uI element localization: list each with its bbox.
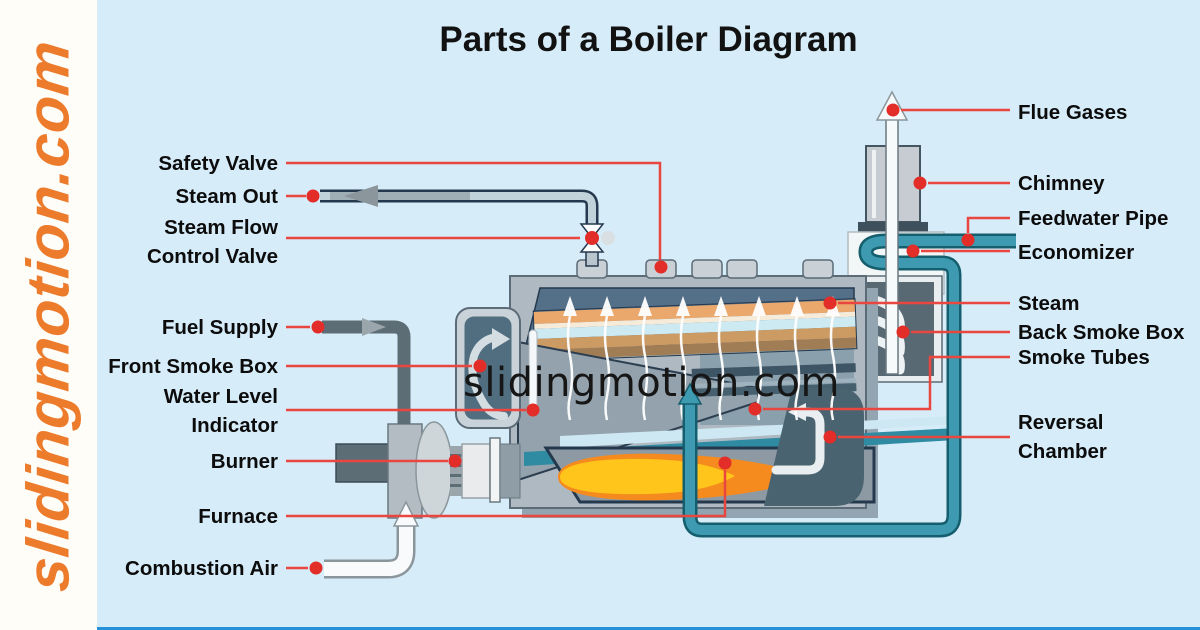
connector-lines bbox=[286, 108, 1010, 570]
bottom-divider bbox=[97, 627, 1200, 630]
reversal-chamber bbox=[764, 388, 864, 506]
label-smoke-tubes: Smoke Tubes bbox=[1018, 346, 1150, 369]
fuel-supply-pipe bbox=[322, 318, 411, 424]
label-front-smoke-box: Front Smoke Box bbox=[108, 355, 278, 378]
label-combustion-air: Combustion Air bbox=[125, 557, 278, 580]
smoke-tubes bbox=[691, 363, 857, 397]
label-economizer: Economizer bbox=[1018, 241, 1135, 264]
fuel-flow-arrow-icon bbox=[362, 318, 386, 336]
steam-out-pipe bbox=[320, 185, 615, 267]
label-steam-out: Steam Out bbox=[175, 185, 278, 208]
center-watermark-text: slidingmotion.com bbox=[463, 360, 841, 406]
label-flue-gases: Flue Gases bbox=[1018, 101, 1128, 124]
label-water-level-indicator: Water Level Indicator bbox=[163, 385, 278, 437]
label-chimney: Chimney bbox=[1018, 172, 1105, 195]
label-reversal-chamber: Reversal Chamber bbox=[1018, 411, 1107, 463]
water-flow-arrow-icon bbox=[677, 382, 703, 405]
combustion-air-arrow-icon bbox=[392, 500, 420, 527]
steam-out-arrow-icon bbox=[344, 185, 378, 207]
front-smokebox-arrow-icon bbox=[492, 328, 510, 350]
front-smoke-box bbox=[455, 307, 521, 429]
label-fuel-supply: Fuel Supply bbox=[161, 316, 278, 339]
label-steam: Steam bbox=[1018, 292, 1080, 315]
steam-tube-bank bbox=[532, 298, 858, 362]
label-burner: Burner bbox=[210, 450, 278, 473]
label-safety-valve: Safety Valve bbox=[158, 152, 278, 175]
page-title: Parts of a Boiler Diagram bbox=[439, 20, 858, 59]
label-feedwater-pipe: Feedwater Pipe bbox=[1018, 207, 1169, 230]
label-furnace: Furnace bbox=[198, 505, 278, 528]
feedwater-pipe bbox=[677, 233, 1016, 538]
sidebar-watermark-strip: slidingmotion.com bbox=[0, 0, 97, 630]
side-watermark-text: slidingmotion.com bbox=[15, 36, 83, 594]
label-steam-flow-control-valve: Steam Flow Control Valve bbox=[146, 216, 278, 268]
flue-pipe bbox=[875, 90, 909, 375]
burner-assembly bbox=[335, 421, 521, 519]
reversal-arrow-icon bbox=[788, 403, 806, 421]
combustion-air-pipe bbox=[324, 500, 420, 579]
connector-dots bbox=[306, 103, 975, 575]
label-back-smoke-box: Back Smoke Box bbox=[1018, 321, 1185, 344]
